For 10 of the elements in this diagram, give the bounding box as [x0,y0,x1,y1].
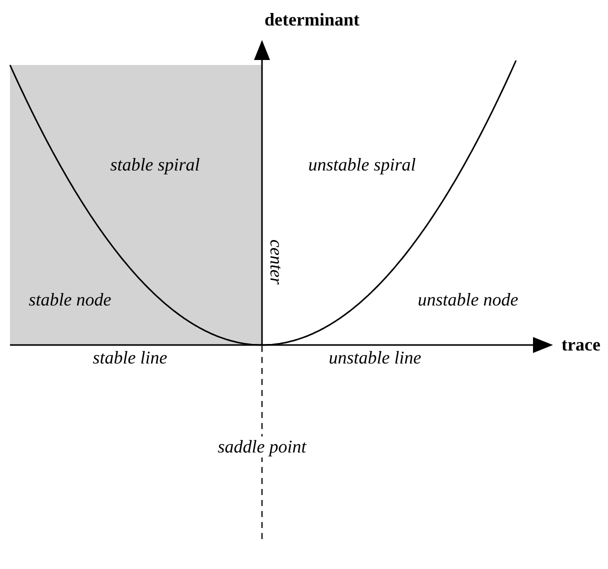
region-label: unstable node [418,290,518,310]
region-label: center [266,240,286,284]
region-label: saddle point [218,436,306,458]
axis-title: trace [562,334,600,356]
region-label: stable node [28,290,112,310]
region-label: stable line [92,348,168,368]
region-label: stable spiral [110,154,200,176]
region-label: unstable line [328,348,422,368]
region-label: unstable spiral [308,154,416,176]
axis-title: determinant [264,10,360,30]
